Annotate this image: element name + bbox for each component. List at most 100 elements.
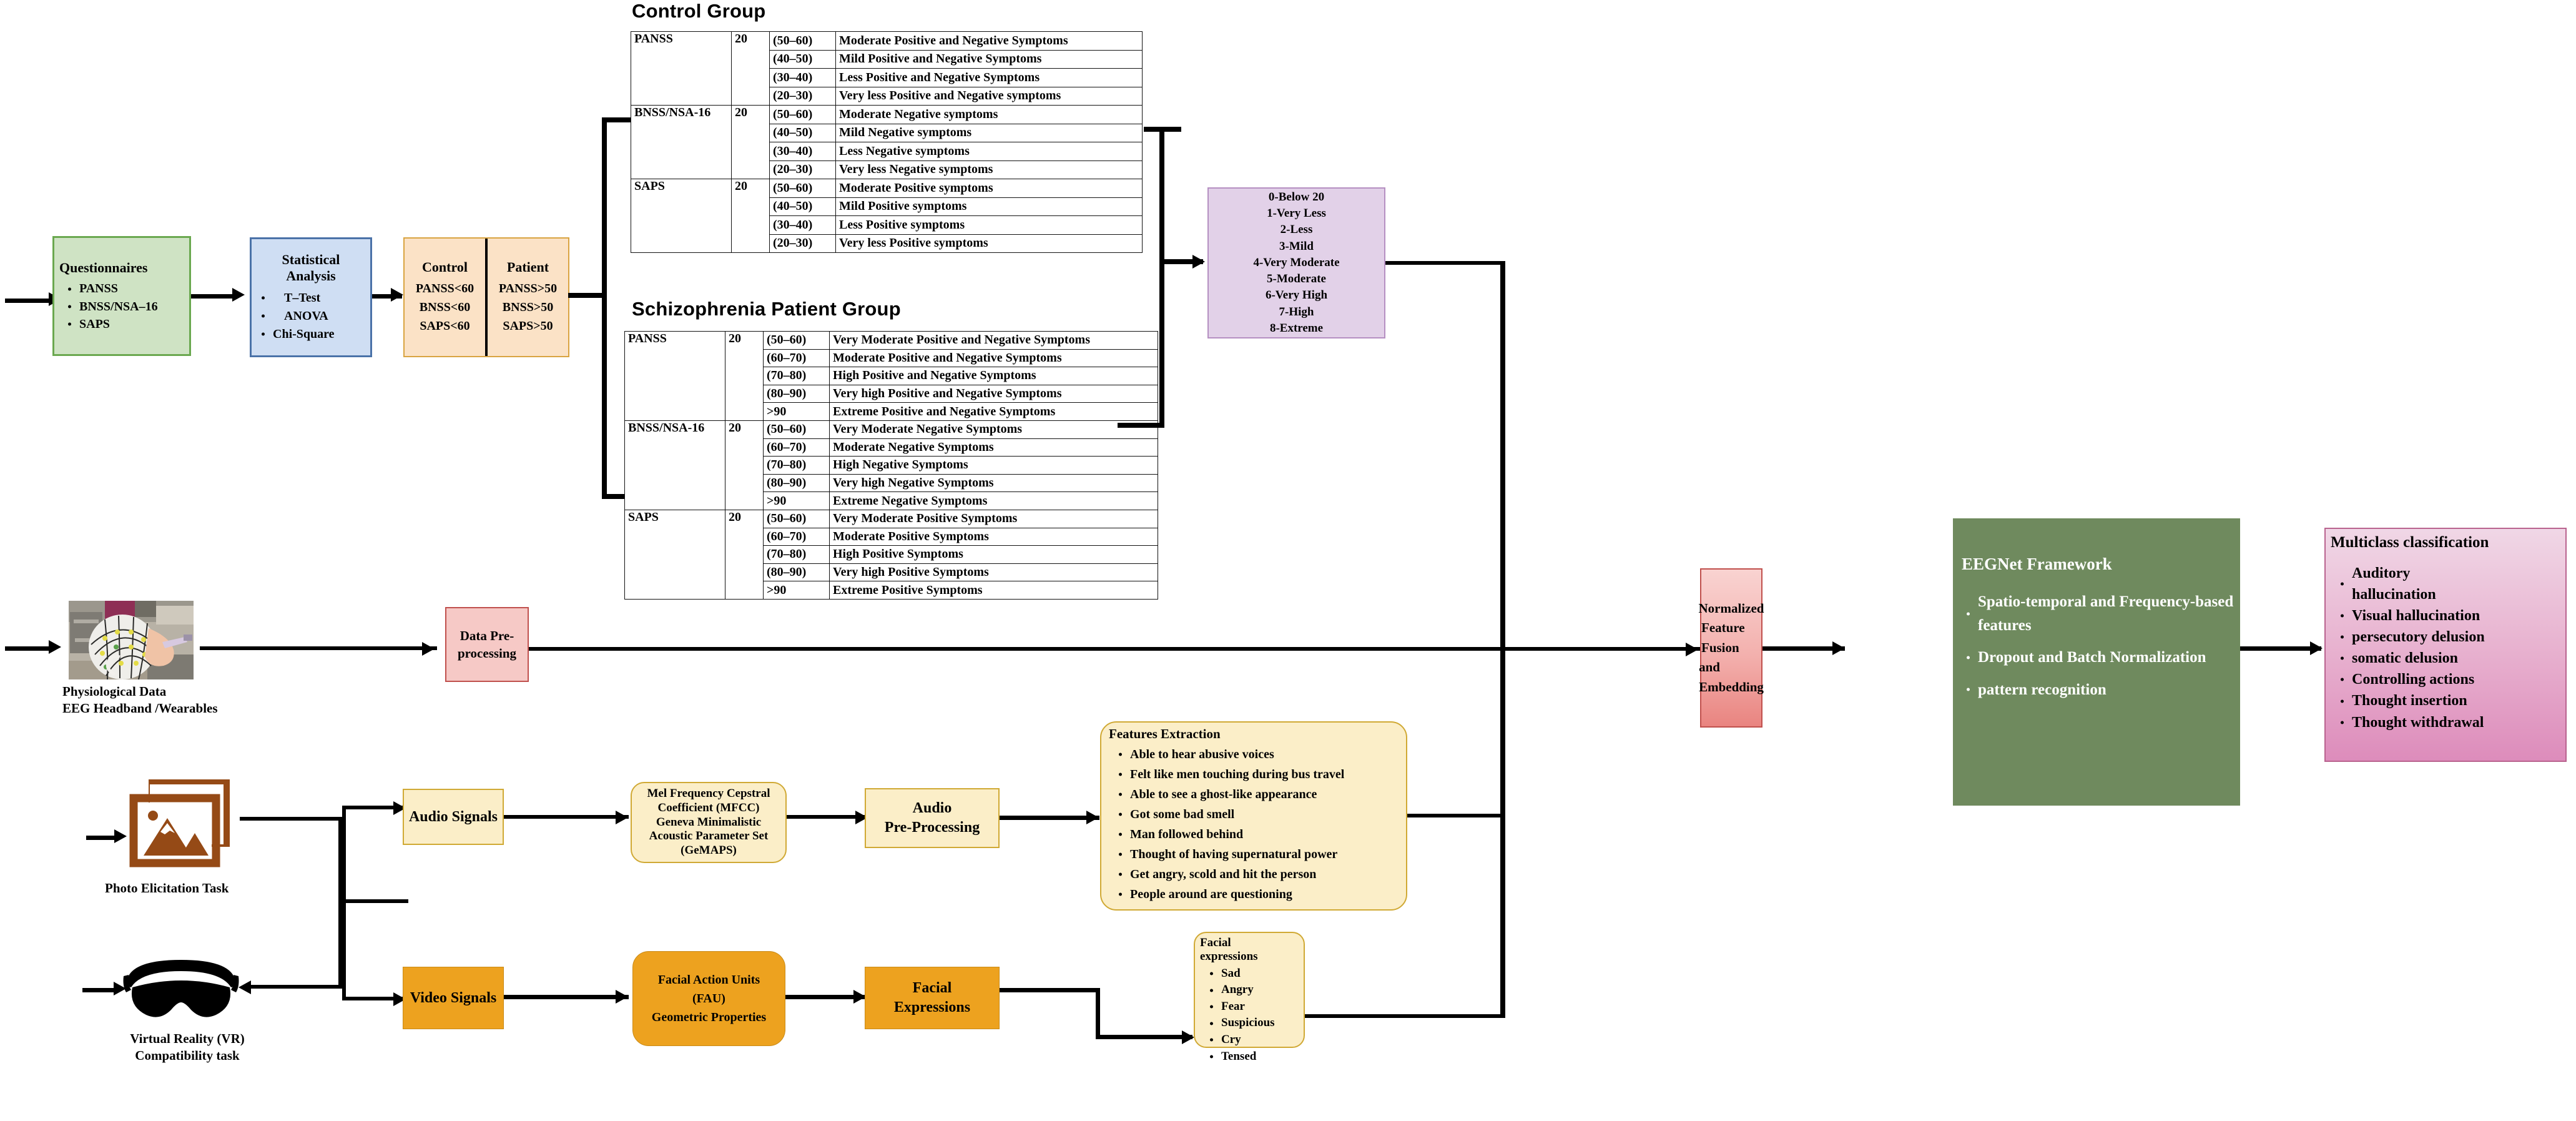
features-extraction-title: Features Extraction xyxy=(1109,726,1221,741)
physiological-label-line2: EEG Headband /Wearables xyxy=(62,701,218,716)
main-trunk-vertical xyxy=(1500,261,1505,1018)
table-row: (30–40)Less Positive and Negative Sympto… xyxy=(631,68,1143,87)
symptom-description-cell: High Positive Symptoms xyxy=(829,545,1158,564)
symptom-description-cell: Moderate Positive and Negative Symptoms xyxy=(835,31,1143,51)
score-range-cell: >90 xyxy=(763,402,830,421)
bus-to-video-line xyxy=(342,997,411,1000)
score-range-cell: (20–30) xyxy=(769,234,836,253)
symptom-description-cell: Moderate Positive and Negative Symptoms xyxy=(829,348,1158,368)
audio-preprocessing-box[interactable]: Audio Pre-Processing xyxy=(865,788,1000,848)
vr-entry-arrow xyxy=(114,982,126,995)
table-row: (60–70)Moderate Negative Symptoms xyxy=(625,438,1158,457)
score-range-cell: (50–60) xyxy=(769,179,836,198)
vr-goggles-icon xyxy=(123,960,239,1017)
statistical-list: T–Test ANOVA Chi-Square xyxy=(257,289,370,343)
facialexpr-to-trunk-line xyxy=(1305,1014,1504,1018)
mfcc-line1: Mel Frequency Cepstral xyxy=(647,787,770,800)
eeg-to-preproc-arrow xyxy=(422,642,435,656)
score-range-cell: (40–50) xyxy=(769,123,836,142)
list-item: Tensed xyxy=(1205,1049,1304,1065)
data-preprocessing-box[interactable]: Data Pre- processing xyxy=(445,607,529,682)
audio-to-mfcc-line xyxy=(504,815,629,819)
list-item: ANOVA xyxy=(257,307,370,325)
video-signals-box[interactable]: Video Signals xyxy=(403,967,504,1029)
scale-item: 4-Very Moderate xyxy=(1253,255,1340,269)
normalized-fusion-box[interactable]: Normalized Feature Fusion and Embedding xyxy=(1699,568,1764,728)
statistical-title-line1: Statistical xyxy=(282,251,340,267)
symptom-description-cell: Mild Negative symptoms xyxy=(835,123,1143,142)
symptom-description-cell: Very less Negative symptoms xyxy=(835,160,1143,179)
list-item: Felt like men touching during bus travel xyxy=(1114,764,1406,784)
eegnet-list: Spatio-temporal and Frequency-based feat… xyxy=(1962,590,2240,701)
list-item: Thought of having supernatural power xyxy=(1114,844,1406,864)
list-item: PANSS xyxy=(63,280,189,297)
control-group-title: Control Group xyxy=(632,0,766,22)
vr-headset-icon xyxy=(119,952,243,1021)
eegnet-to-multiclass-arrow xyxy=(2310,641,2323,655)
preproc-to-trunk-line xyxy=(529,647,1503,651)
physiological-label-line1: Physiological Data xyxy=(62,684,167,699)
patient-header: Patient xyxy=(506,259,549,275)
score-range-cell: (30–40) xyxy=(769,68,836,87)
mfcc-gemaps-box[interactable]: Mel Frequency Cepstral Coefficient (MFCC… xyxy=(631,782,787,863)
patient-row: PANSS>50 xyxy=(498,282,558,295)
scale-item: 3-Mild xyxy=(1279,239,1314,253)
score-range-cell: (50–60) xyxy=(769,31,836,51)
photo-elicitation-icon xyxy=(126,779,240,872)
scale-name-cell: PANSS xyxy=(631,31,732,106)
scale-item: 2-Less xyxy=(1280,223,1313,237)
vr-task-label-line2: Compatibility task xyxy=(135,1048,240,1064)
scale-item: 8-Extreme xyxy=(1269,321,1324,335)
control-patient-box[interactable]: Control PANSS<60 BNSS<60 SAPS<60 Patient… xyxy=(403,237,569,357)
normalized-line3: and Embedding xyxy=(1699,659,1764,694)
eeg-photo xyxy=(69,601,194,679)
patient-group-title: Schizophrenia Patient Group xyxy=(632,298,901,320)
list-item: Angry xyxy=(1205,982,1304,999)
statistical-title-line2: Analysis xyxy=(286,267,336,284)
scale-name-cell: BNSS/NSA-16 xyxy=(624,420,725,510)
split-top-branch xyxy=(602,117,653,122)
questionnaires-box[interactable]: Questionnaires PANSS BNSS/NSA–16 SAPS xyxy=(52,236,191,356)
facial-expressions-stage-box[interactable]: Facial Expressions xyxy=(865,967,1000,1029)
table-row: (20–30)Very less Positive symptoms xyxy=(631,234,1143,253)
eegnet-framework-box[interactable]: EEGNet Framework Spatio-temporal and Fre… xyxy=(1953,518,2240,806)
scale-item: 6-Very High xyxy=(1265,289,1328,302)
multiclass-classification-box[interactable]: Multiclass classification Auditory hallu… xyxy=(2324,528,2567,762)
list-item: Controlling actions xyxy=(2336,669,2565,690)
audiopre-to-features-arrow xyxy=(1086,811,1099,824)
fau-box[interactable]: Facial Action Units (FAU) Geometric Prop… xyxy=(632,951,785,1046)
scale-item: 0-Below 20 xyxy=(1268,190,1325,204)
facial-expressions-title-line2: expressions xyxy=(1200,949,1258,963)
statistical-analysis-box[interactable]: Statistical Analysis T–Test ANOVA Chi-Sq… xyxy=(250,237,372,357)
facial-expressions-list-box[interactable]: Facial expressions Sad Angry Fear Suspic… xyxy=(1194,932,1305,1063)
table-row: (40–50)Mild Positive and Negative Sympto… xyxy=(631,49,1143,69)
vr-in-line xyxy=(245,985,342,989)
fau-line2: (FAU) xyxy=(692,992,725,1005)
fau-to-facial-line xyxy=(785,995,865,999)
list-item: pattern recognition xyxy=(1962,678,2240,702)
tables-to-scale-arrow xyxy=(1192,255,1205,269)
bus-split-vertical xyxy=(342,806,346,1000)
table-row: (20–30)Very less Negative symptoms xyxy=(631,160,1143,179)
participant-count-cell: 20 xyxy=(725,420,764,510)
list-item: Cry xyxy=(1205,1032,1304,1049)
eegnet-title: EEGNet Framework xyxy=(1962,555,2112,573)
physiological-label: Physiological Data EEG Headband /Wearabl… xyxy=(62,683,268,718)
mfcc-line5: (GeMAPS) xyxy=(681,844,737,857)
audio-signals-box[interactable]: Audio Signals xyxy=(403,789,504,845)
severity-scale-box[interactable]: 0-Below 20 1-Very Less 2-Less 3-Mild 4-V… xyxy=(1207,187,1385,338)
features-extraction-box[interactable]: Features Extraction Able to hear abusive… xyxy=(1100,721,1407,911)
fau-to-facial-arrow xyxy=(853,990,866,1004)
list-item: persecutory delusion xyxy=(2336,626,2565,648)
score-range-cell: (70–80) xyxy=(763,545,830,564)
participant-count-cell: 20 xyxy=(725,331,764,421)
symptom-description-cell: Very Moderate Negative Symptoms xyxy=(829,420,1158,439)
trunk-to-normalized-line xyxy=(1500,647,1700,651)
symptom-description-cell: Very Moderate Positive and Negative Symp… xyxy=(829,331,1158,350)
